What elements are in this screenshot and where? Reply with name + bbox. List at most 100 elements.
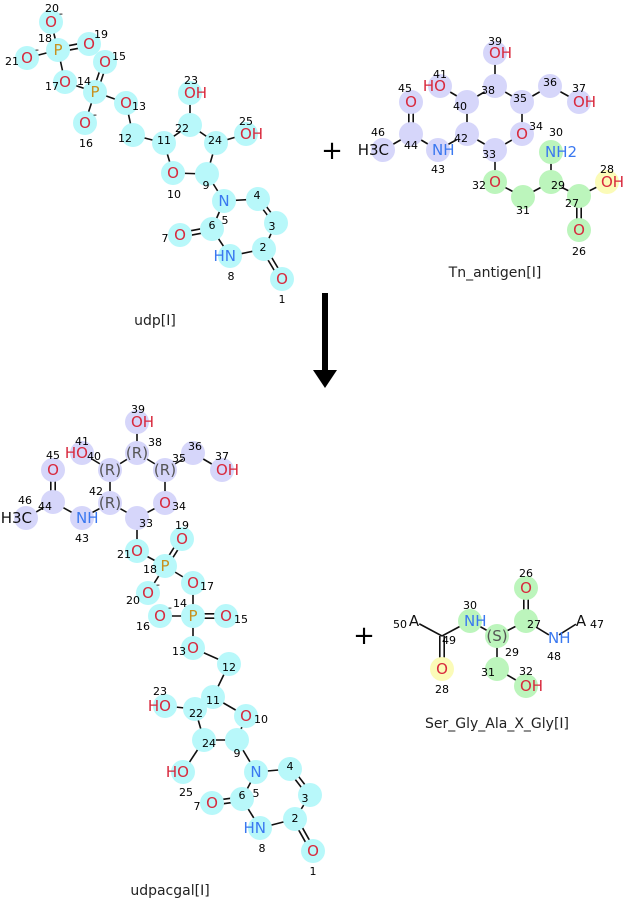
atom-label-34: O	[159, 494, 171, 512]
atom-highlight	[252, 237, 276, 261]
atom-label-background	[573, 96, 585, 108]
atom-index-label: 50	[393, 618, 407, 631]
atom-index-label: 9	[234, 747, 241, 760]
atom-index-label: 24	[208, 134, 222, 147]
atom-label-10: O	[167, 164, 179, 182]
atom-highlight	[181, 441, 205, 465]
atom-index-label: 29	[551, 179, 565, 192]
atom-highlight	[510, 90, 534, 114]
atom-label-background	[159, 700, 171, 712]
atom-index-label: 34	[529, 120, 543, 133]
atom-index-label: 6	[209, 219, 216, 232]
atom-label-8: HN	[244, 819, 267, 837]
atom-label-14: P	[90, 83, 99, 101]
atom-highlight	[204, 131, 228, 155]
atom-label-background	[52, 44, 64, 56]
atom-label-23: HO	[148, 697, 171, 715]
atom-label-48: NH	[548, 629, 571, 647]
atom-label-background	[307, 845, 319, 857]
atom-label-background	[142, 587, 154, 599]
atom-index-label: 36	[543, 76, 557, 89]
atom-index-label: 38	[148, 436, 162, 449]
atom-highlight	[283, 807, 307, 831]
atom-highlight	[200, 217, 224, 241]
atom-highlight	[152, 131, 176, 155]
atom-label-32: O	[489, 173, 501, 191]
atom-label-background	[131, 447, 143, 459]
atom-index-label: 32	[519, 665, 533, 678]
atom-label-background	[187, 610, 199, 622]
atom-index-label: 31	[516, 204, 530, 217]
atom-label-16: O	[79, 114, 91, 132]
plus-sign-reactants: +	[321, 136, 343, 166]
atom-highlight	[230, 787, 254, 811]
atom-index-label: 37	[215, 450, 229, 463]
atom-label-background	[250, 766, 262, 778]
atom-label-background	[159, 560, 171, 572]
atom-label-20: O	[142, 584, 154, 602]
charge-sign: -	[59, 7, 63, 20]
atom-index-label: 39	[131, 403, 145, 416]
atom-label-35: (R)	[154, 461, 176, 479]
atom-label-20: O	[45, 13, 57, 31]
atom-highlight	[483, 138, 507, 162]
atom-index-label: 13	[132, 100, 146, 113]
atom-index-label: 2	[292, 812, 299, 825]
atom-label-background	[104, 464, 116, 476]
atom-index-label: 23	[153, 685, 167, 698]
atom-label-background	[520, 582, 532, 594]
atom-label-background	[434, 80, 446, 92]
atom-index-label: 12	[222, 661, 236, 674]
atom-index-label: 30	[549, 126, 563, 139]
molecule-name-tn-antigen: Tn_antigen[I]	[448, 265, 542, 281]
atom-label-background	[20, 512, 32, 524]
atom-label-background	[131, 416, 143, 428]
atom-label-32: OH	[520, 677, 543, 695]
atom-label-37: OH	[573, 93, 596, 111]
atom-index-label: 18	[38, 32, 52, 45]
atom-label-background	[184, 87, 196, 99]
atom-index-label: 43	[75, 532, 89, 545]
atom-index-label: 32	[472, 179, 486, 192]
charge-sign: -	[168, 601, 172, 614]
atom-label-46: H3C	[358, 141, 389, 159]
atom-label-26: O	[573, 221, 585, 239]
atom-label-background	[167, 167, 179, 179]
atom-index-label: 3	[269, 220, 276, 233]
atom-label-23: OH	[184, 84, 207, 102]
atom-index-label: 5	[222, 214, 229, 227]
atom-highlight	[192, 728, 216, 752]
atom-highlight	[195, 162, 219, 186]
atom-highlight	[264, 211, 288, 235]
atom-index-label: 40	[87, 450, 101, 463]
atom-label-30: NH2	[545, 143, 577, 161]
atom-label-40: (R)	[99, 461, 121, 479]
atom-label-13: O	[120, 94, 132, 112]
atom-index-label: 43	[431, 163, 445, 176]
atom-label-10: O	[240, 707, 252, 725]
atom-label-25: HO	[166, 763, 189, 781]
atom-index-label: 11	[206, 694, 220, 707]
atom-label-background	[99, 56, 111, 68]
atom-label-17: O	[59, 73, 71, 91]
atom-label-14: P	[188, 607, 197, 625]
atom-index-label: 6	[239, 789, 246, 802]
atom-index-label: 1	[310, 865, 317, 878]
atom-index-label: 19	[175, 519, 189, 532]
atom-index-label: 17	[200, 580, 214, 593]
atom-highlight	[278, 757, 302, 781]
atom-index-label: 26	[519, 567, 533, 580]
atom-label-43: NH	[432, 141, 455, 159]
atom-label-background	[187, 577, 199, 589]
atom-index-label: 38	[481, 84, 495, 97]
atom-index-label: 8	[228, 270, 235, 283]
atom-highlight	[125, 506, 149, 530]
atom-index-label: 26	[572, 245, 586, 258]
atom-highlight	[538, 74, 562, 98]
atom-index-label: 28	[435, 683, 449, 696]
atom-index-label: 45	[398, 82, 412, 95]
atom-index-label: 14	[77, 75, 91, 88]
atom-highlight	[455, 122, 479, 146]
